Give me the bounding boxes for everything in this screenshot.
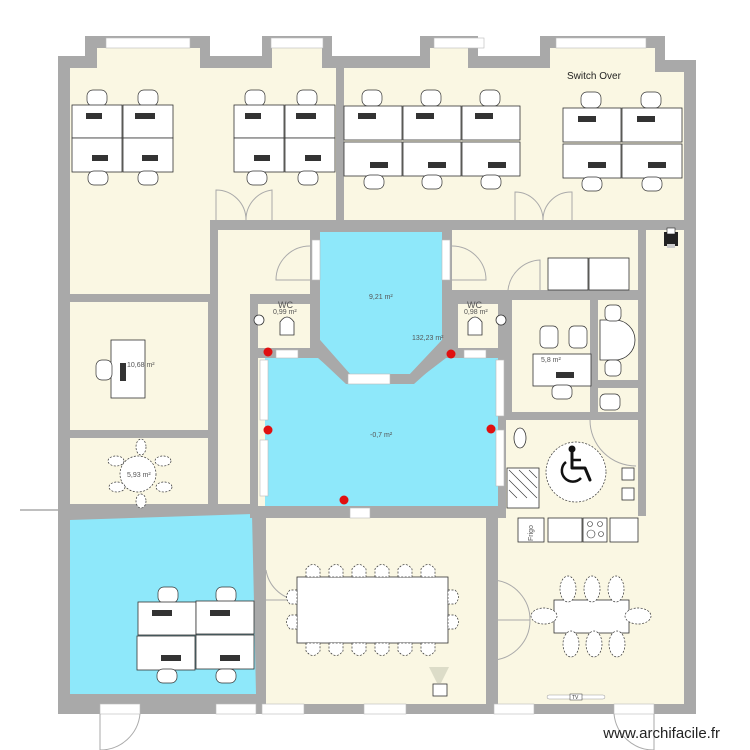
tv-label: TV xyxy=(572,695,579,701)
area-office-small: 10,68 m² xyxy=(127,362,155,369)
conference-table xyxy=(286,564,459,697)
markers xyxy=(263,347,496,505)
printer-icon xyxy=(664,227,678,248)
wc-right-area: 0,98 m² xyxy=(464,309,488,316)
kitchen xyxy=(517,517,639,543)
area-central-top: 9,21 m² xyxy=(369,294,393,301)
marker-point[interactable] xyxy=(486,424,496,434)
area-total: 132,23 m² xyxy=(412,335,444,342)
meeting-table-small xyxy=(532,304,636,411)
marker-point[interactable] xyxy=(339,495,349,505)
windows xyxy=(99,37,655,715)
accessible-wc xyxy=(506,427,635,509)
wc-left-label: WC xyxy=(278,300,293,310)
office-desk xyxy=(95,339,146,399)
wc-right-label: WC xyxy=(467,300,482,310)
sofa xyxy=(547,257,630,291)
marker-point[interactable] xyxy=(263,347,273,357)
marker-point[interactable] xyxy=(263,425,273,435)
desk-cluster-4 xyxy=(562,91,683,192)
area-round-room: 5,93 m² xyxy=(127,472,151,479)
desk-cluster-1 xyxy=(71,89,174,186)
wc-left-area: 0,99 m² xyxy=(273,309,297,316)
interior-walls xyxy=(58,56,696,714)
highlighted-rooms xyxy=(70,232,498,694)
desk-cluster-3 xyxy=(343,89,521,190)
round-table xyxy=(107,438,173,509)
room-label-switch-over: Switch Over xyxy=(567,71,622,82)
area-meeting-small: 5,8 m² xyxy=(541,357,562,364)
area-central-bottom: -0,7 m² xyxy=(370,432,393,439)
dining-table xyxy=(530,575,652,701)
wc-fixtures xyxy=(253,314,507,336)
desk-cluster-5 xyxy=(136,586,255,684)
wheelchair-icon xyxy=(560,445,592,483)
projector-icon xyxy=(429,667,449,697)
fridge-label: Frigo xyxy=(528,525,535,541)
desk-cluster-2 xyxy=(233,89,336,186)
marker-point[interactable] xyxy=(446,349,456,359)
watermark: www.archifacile.fr xyxy=(603,725,720,742)
